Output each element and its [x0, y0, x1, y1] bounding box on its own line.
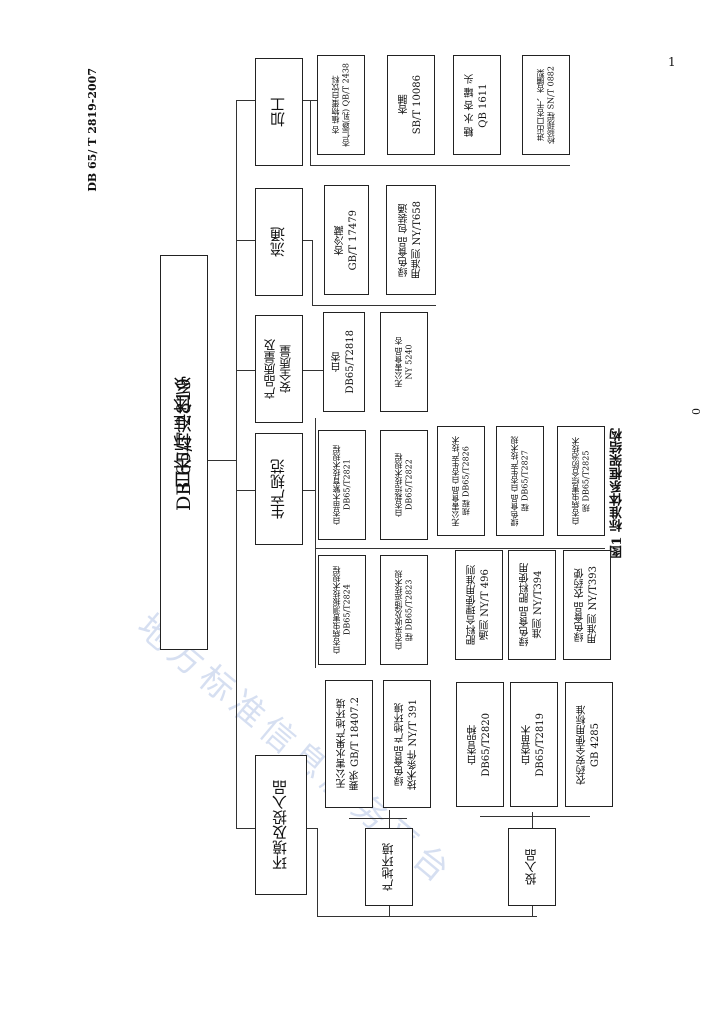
connector — [317, 916, 537, 918]
connector — [532, 812, 534, 828]
production-item: 绿色食品 肥料使用 准则 NY/T394 — [508, 550, 556, 660]
root-box: 白杏标准体系 — [160, 255, 208, 650]
production-item: 白杏苗木繁育技术规程 DB65/T2821 — [318, 430, 366, 540]
quality-item: 白杏 DB65/T2818 — [323, 312, 365, 412]
connector — [303, 240, 313, 242]
connector — [236, 370, 255, 372]
connector — [208, 460, 236, 462]
circulation-item: 杏冷藏 GB/T 17479 — [324, 185, 369, 295]
connector — [310, 165, 570, 167]
connector — [310, 100, 312, 165]
processing-item: 杏脯 SB/T 10086 — [387, 55, 435, 155]
production-item: 绿色食品 白杏生产技术规 程 DB65/T2827 — [496, 426, 544, 536]
production-item: 白杏采收及储运技术规 程 DB65/T2823 — [380, 555, 428, 665]
quality-item: 无公害食品 杏 NY 5240 — [380, 312, 428, 412]
connector — [236, 240, 255, 242]
input-item: 农药安全使用标准 GB 4285 — [565, 682, 613, 807]
origin-item: 无公害水果产地环境 要求 GB/T 18407.2 — [325, 680, 373, 808]
side-mark: 0 — [690, 408, 703, 415]
connector — [315, 418, 317, 668]
connector — [317, 828, 319, 916]
root-code: DB 65/T 2819 — [173, 378, 195, 511]
connector — [236, 490, 255, 492]
processing-item: 糖 水 杏 罐 头 QB 1611 — [453, 55, 501, 155]
processing-item: 杏 植物蛋白饮料 杏仁露(乳) QB/T 2438 — [317, 55, 365, 155]
connector — [480, 816, 590, 818]
connector — [312, 305, 436, 307]
figure-caption: 图1 标准体系框架结构 — [610, 428, 625, 559]
connector — [303, 370, 323, 372]
category-processing: 加工 — [255, 58, 303, 166]
origin-environment-box: 产地环境 — [365, 828, 413, 906]
category-environment: 环境及投入品 — [255, 755, 307, 895]
category-production: 生产规范 — [255, 433, 303, 545]
connector — [307, 828, 317, 830]
input-item: 白杏苗木 DB65/T2819 — [510, 682, 558, 807]
connector — [312, 240, 314, 305]
category-quality: 产品质量及 安全质量 — [255, 315, 303, 423]
connector — [236, 100, 255, 102]
input-item: 白杏品种 DB65/T2820 — [456, 682, 504, 807]
connector — [236, 828, 255, 830]
production-item: 无公害食品 白杏生产技术 规程 DB65/T2826 — [437, 426, 485, 536]
connector — [236, 100, 238, 828]
document-code: DB 65/ T 2819-2007 — [86, 68, 99, 192]
circulation-item: 绿色食品 包装通 用准则 NY/T658 — [386, 185, 436, 295]
connector — [532, 906, 534, 916]
production-item: 白杏栽培技术规程 DB65/T2822 — [380, 430, 428, 540]
connector — [349, 818, 407, 820]
page-mark: 1 — [668, 55, 676, 69]
connector — [303, 490, 315, 492]
production-item: 白杏病虫害综合防治技术 规 DB65/T2825 — [557, 426, 605, 536]
inputs-box: 投入品 — [508, 828, 556, 906]
production-item: 绿色食品 农药使 用准则 NY/T393 — [563, 550, 611, 660]
production-item: 白杏病虫害测报技术规程 DB65/T2824 — [318, 555, 366, 665]
category-circulation: 流通 — [255, 188, 303, 296]
origin-item: 绿色食品 产地环境 技术条件 NY/T 391 — [383, 680, 431, 808]
processing-item: 进出口杏干、杏脯梨 检验规程 SN/T 0882 — [522, 55, 570, 155]
connector — [389, 906, 391, 916]
connector — [315, 548, 605, 550]
production-item: 肥料合理使用准则 通则 NY/T 496 — [455, 550, 503, 660]
